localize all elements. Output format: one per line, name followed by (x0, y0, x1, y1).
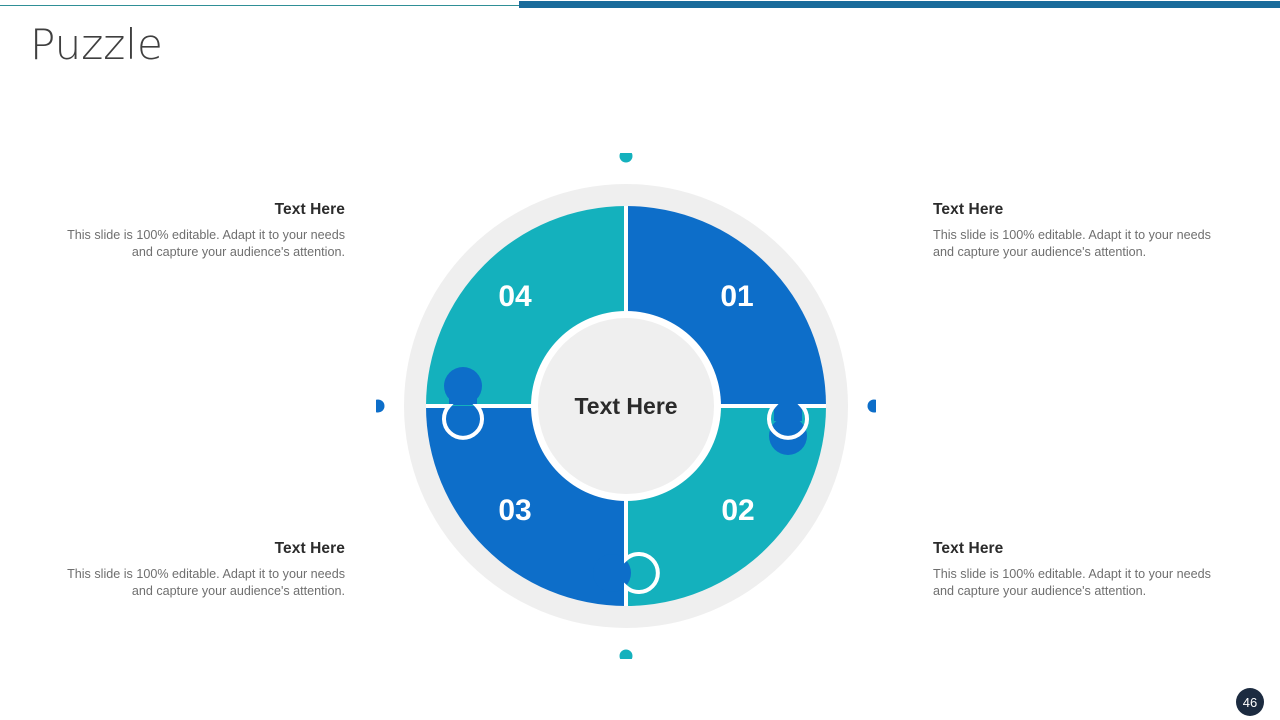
text-block-04: Text Here This slide is 100% editable. A… (45, 201, 345, 261)
top-rule-teal (0, 5, 522, 6)
text-block-02-heading: Text Here (933, 540, 1004, 557)
dot-left-icon (376, 399, 385, 413)
page-number-badge: 46 (1236, 688, 1264, 716)
puzzle-circle-diagram: Text Here 01 02 03 04 (376, 153, 876, 659)
text-block-03-body: This slide is 100% editable. Adapt it to… (67, 567, 345, 598)
dot-bottom-icon (619, 649, 633, 659)
page-title: Puzzle (30, 20, 163, 69)
dot-top-icon (619, 153, 633, 163)
text-block-02-body: This slide is 100% editable. Adapt it to… (933, 567, 1211, 598)
text-block-01-body: This slide is 100% editable. Adapt it to… (933, 228, 1211, 259)
segment-number-02: 02 (721, 494, 754, 527)
text-block-04-body: This slide is 100% editable. Adapt it to… (67, 228, 345, 259)
segment-number-04: 04 (498, 280, 532, 313)
text-block-01: Text Here This slide is 100% editable. A… (933, 201, 1233, 261)
text-block-04-heading: Text Here (274, 201, 345, 218)
top-rule-blue (519, 1, 1280, 8)
segment-number-03: 03 (498, 494, 531, 527)
text-block-02: Text Here This slide is 100% editable. A… (933, 540, 1233, 600)
center-label: Text Here (574, 393, 677, 419)
text-block-03-heading: Text Here (274, 540, 345, 557)
segment-number-01: 01 (720, 280, 753, 313)
text-block-01-heading: Text Here (933, 201, 1004, 218)
dot-right-icon (867, 399, 876, 413)
center-hub[interactable] (538, 318, 714, 494)
text-block-03: Text Here This slide is 100% editable. A… (45, 540, 345, 600)
